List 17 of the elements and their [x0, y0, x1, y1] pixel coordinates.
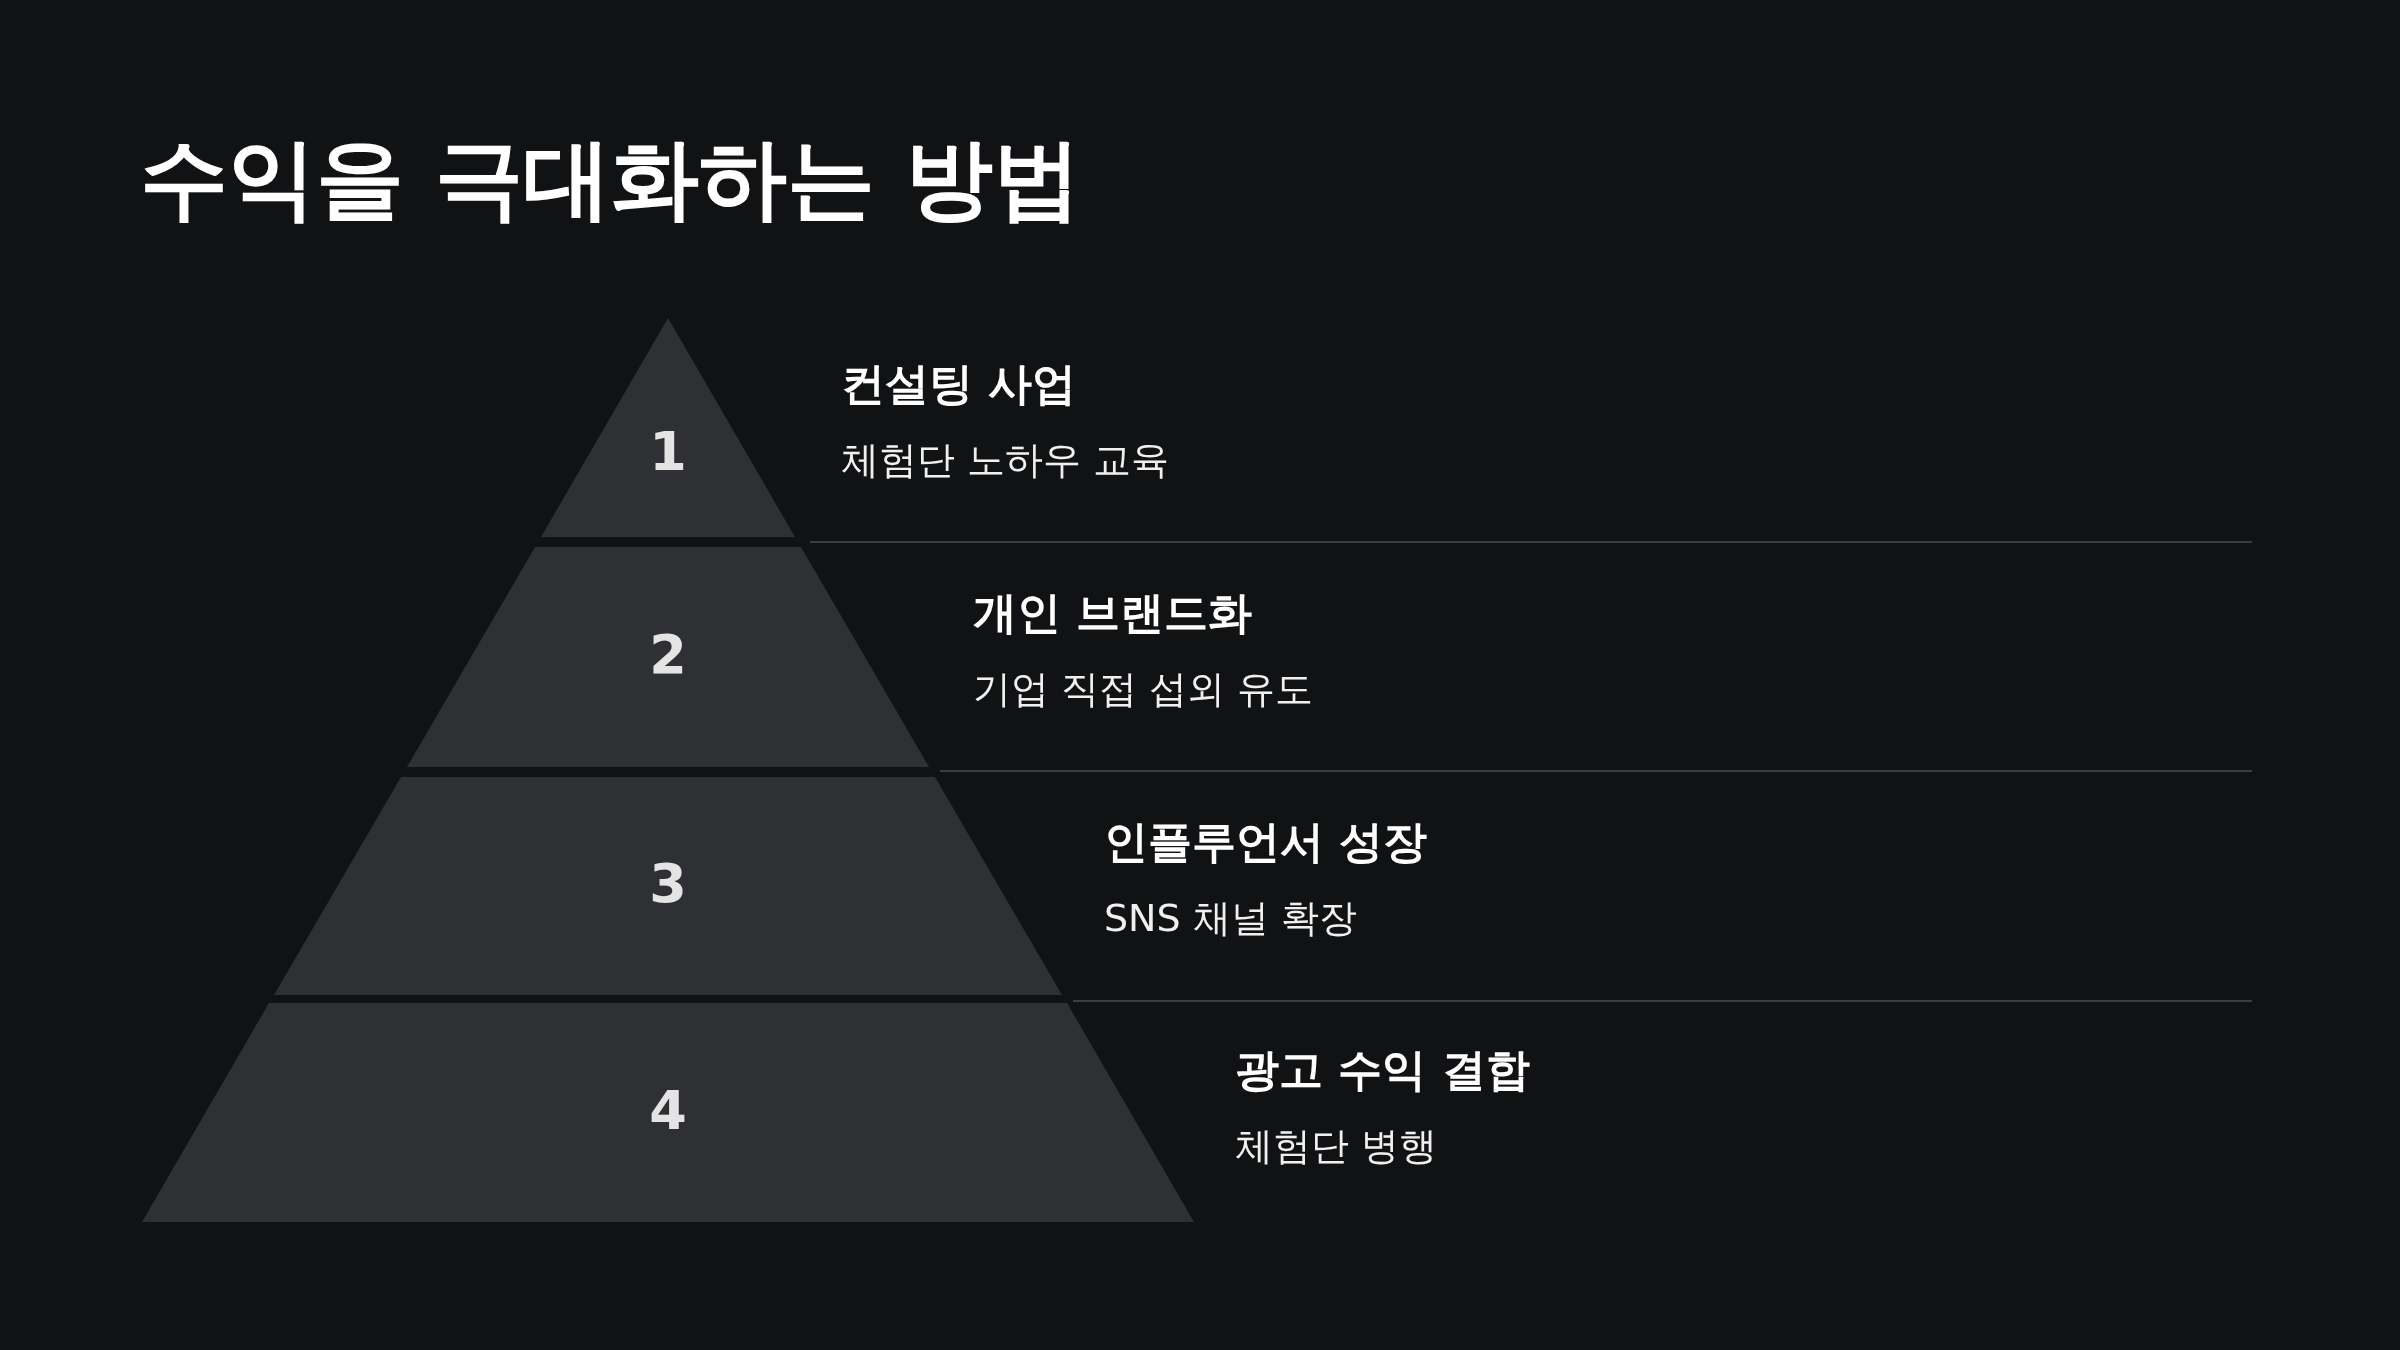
tier-description: 기업 직접 섭외 유도 — [973, 666, 1314, 713]
pyramid-tier — [541, 318, 795, 537]
tier-heading: 컨설팅 사업 — [841, 357, 1077, 411]
title: 수익을 극대화하는 방법 — [140, 126, 1082, 232]
tier-heading: 광고 수익 결합 — [1235, 1043, 1530, 1097]
tier-heading: 개인 브랜드화 — [973, 586, 1253, 640]
pyramid-tier — [274, 777, 1062, 995]
tier-number: 1 — [649, 419, 687, 483]
pyramid-tier — [142, 1003, 1194, 1222]
tier-heading: 인플루언서 성장 — [1104, 815, 1428, 869]
tier-number: 3 — [649, 852, 687, 915]
tier-description: 체험단 노하우 교육 — [841, 437, 1170, 484]
tier-number: 4 — [649, 1078, 687, 1142]
tier-description: SNS 채널 확장 — [1104, 895, 1357, 942]
pyramid-tier — [407, 547, 929, 767]
tier-description: 체험단 병행 — [1235, 1123, 1438, 1170]
tier-number: 2 — [649, 623, 687, 686]
